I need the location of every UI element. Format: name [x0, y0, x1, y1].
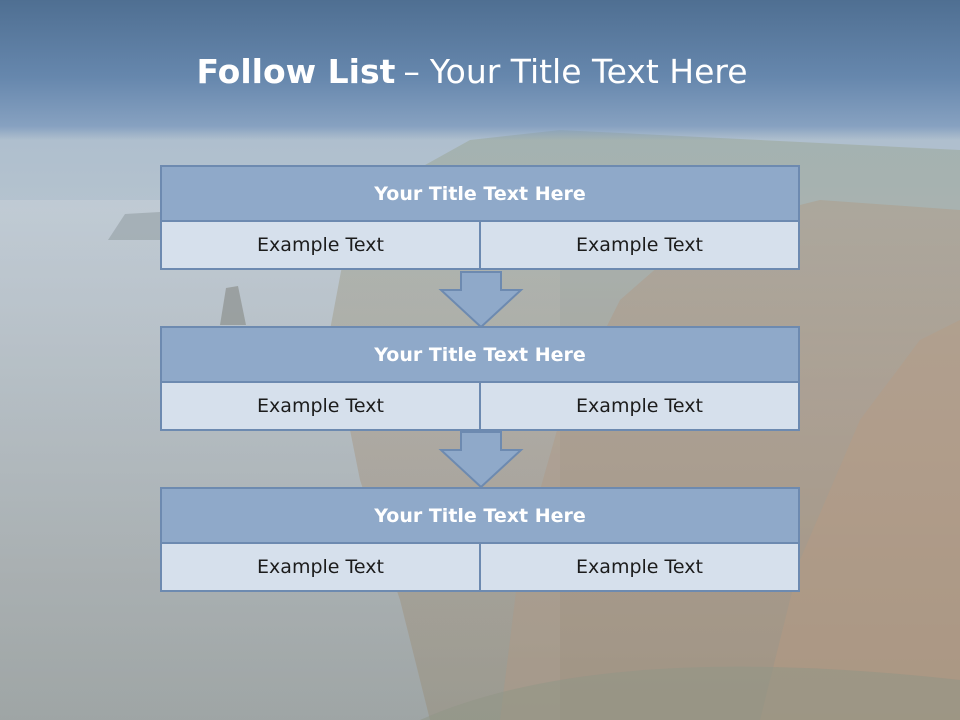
down-arrow-icon [438, 271, 524, 329]
step-cell-left: Example Text [160, 220, 481, 270]
step-cell-right: Example Text [479, 220, 800, 270]
step-cell-left: Example Text [160, 381, 481, 431]
step-title: Your Title Text Here [160, 326, 800, 383]
step-box-2: Your Title Text Here Example Text Exampl… [160, 326, 800, 431]
slide-title: Follow List–Your Title Text Here [0, 52, 944, 91]
step-box-3: Your Title Text Here Example Text Exampl… [160, 487, 800, 592]
step-cell-right: Example Text [479, 542, 800, 592]
step-title: Your Title Text Here [160, 165, 800, 222]
slide-title-bold: Follow List [196, 52, 396, 91]
step-box-1: Your Title Text Here Example Text Exampl… [160, 165, 800, 270]
step-row: Example Text Example Text [160, 220, 800, 270]
step-cell-right: Example Text [479, 381, 800, 431]
step-row: Example Text Example Text [160, 542, 800, 592]
slide-title-separator: – [403, 52, 420, 91]
title-band [0, 0, 960, 140]
step-row: Example Text Example Text [160, 381, 800, 431]
slide-title-rest: Your Title Text Here [429, 52, 748, 91]
step-title: Your Title Text Here [160, 487, 800, 544]
step-cell-left: Example Text [160, 542, 481, 592]
down-arrow-icon [438, 431, 524, 489]
